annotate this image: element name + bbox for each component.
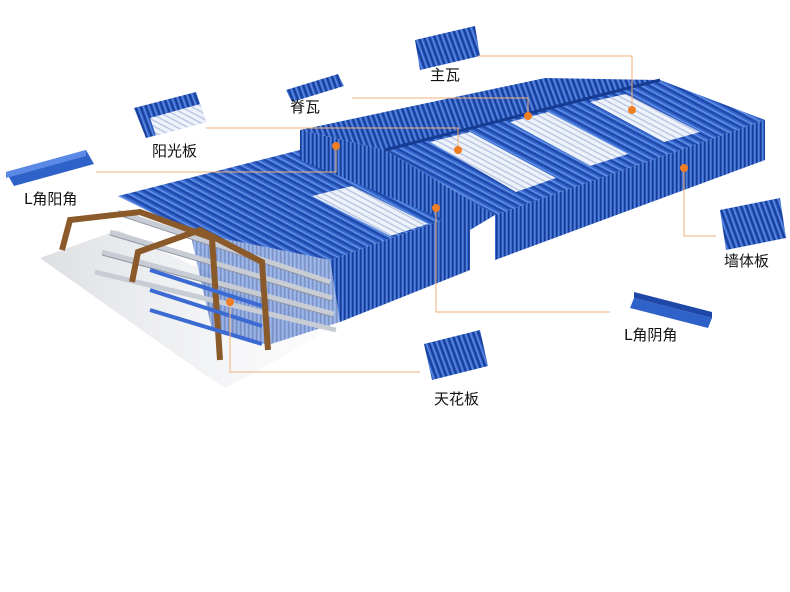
marker-skylight	[454, 146, 462, 154]
label-main-tile: 主瓦	[430, 66, 460, 84]
marker-main-tile	[628, 106, 636, 114]
label-ceiling-panel: 天花板	[434, 390, 479, 408]
marker-wall-panel	[680, 164, 688, 172]
ceiling-panel-swatch-icon	[424, 330, 488, 380]
marker-ceiling	[226, 298, 234, 306]
wall-panel-swatch-icon	[720, 198, 786, 250]
label-skylight-panel: 阳光板	[152, 142, 197, 160]
skylight-panel-swatch-icon	[134, 92, 206, 138]
l-outer-corner-swatch-icon	[6, 150, 94, 186]
l-inner-corner-swatch-icon	[630, 292, 712, 328]
marker-l-inner-corner	[432, 204, 440, 212]
label-wall-panel: 墙体板	[724, 252, 769, 270]
main-tile-swatch-icon	[415, 26, 480, 70]
label-l-inner-corner: L角阴角	[624, 326, 677, 344]
marker-l-outer-corner	[332, 142, 340, 150]
label-l-outer-corner: L角阳角	[24, 190, 77, 208]
label-ridge-tile: 脊瓦	[290, 98, 320, 116]
marker-ridge-tile	[524, 112, 532, 120]
